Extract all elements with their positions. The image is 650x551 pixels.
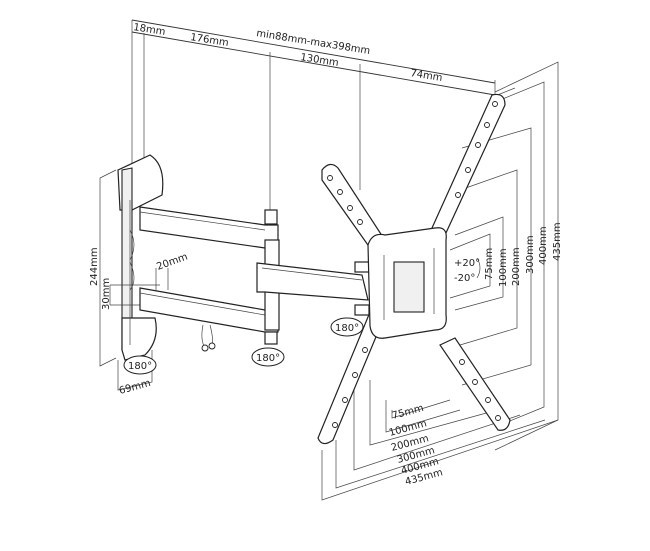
dim-extension-range: min88mm-max398mm <box>256 28 371 57</box>
vesa-v-400: 400mm <box>538 226 549 265</box>
dim-arm-gap: 20mm <box>155 251 189 272</box>
cable-clips <box>201 324 216 352</box>
head-rotation-badge: 180° <box>330 317 364 337</box>
vesa-vertical-lines <box>449 61 559 451</box>
vesa-v-200: 200mm <box>511 247 522 286</box>
dim-head-depth: 74mm <box>410 68 444 84</box>
dim-wall-plate-width: 69mm <box>118 378 152 397</box>
upper-arm <box>139 206 279 249</box>
middle-arm <box>256 261 370 316</box>
arm-joint-rotation-badge: 180° <box>251 347 285 367</box>
vesa-v-435: 435mm <box>552 222 563 261</box>
vesa-holes <box>327 101 501 428</box>
dim-wall-plate-depth: 18mm <box>133 22 167 38</box>
wall-plate <box>117 154 164 361</box>
vesa-v-75: 75mm <box>484 248 495 280</box>
dim-wall-plate-height: 244mm <box>89 247 100 286</box>
vesa-bracket <box>317 93 511 445</box>
tilt-arc-icon <box>476 257 481 279</box>
wall-plate-rotation-label: 180° <box>128 361 152 372</box>
tilt-up-label: +20° <box>454 258 480 269</box>
tilt-down-label: -20° <box>454 273 475 284</box>
head-rotation-label: 180° <box>335 323 359 334</box>
vesa-horizontal-lines <box>321 370 559 501</box>
arm-joint-rotation-label: 180° <box>256 353 280 364</box>
lower-arm <box>139 287 279 345</box>
dim-first-arm: 176mm <box>190 32 230 49</box>
vesa-v-300: 300mm <box>525 235 536 274</box>
wall-plate-rotation-badge: 180° <box>123 355 157 375</box>
vesa-v-100: 100mm <box>498 248 509 287</box>
top-dimension-lines <box>131 19 516 210</box>
dim-arm-thickness: 30mm <box>101 278 112 310</box>
